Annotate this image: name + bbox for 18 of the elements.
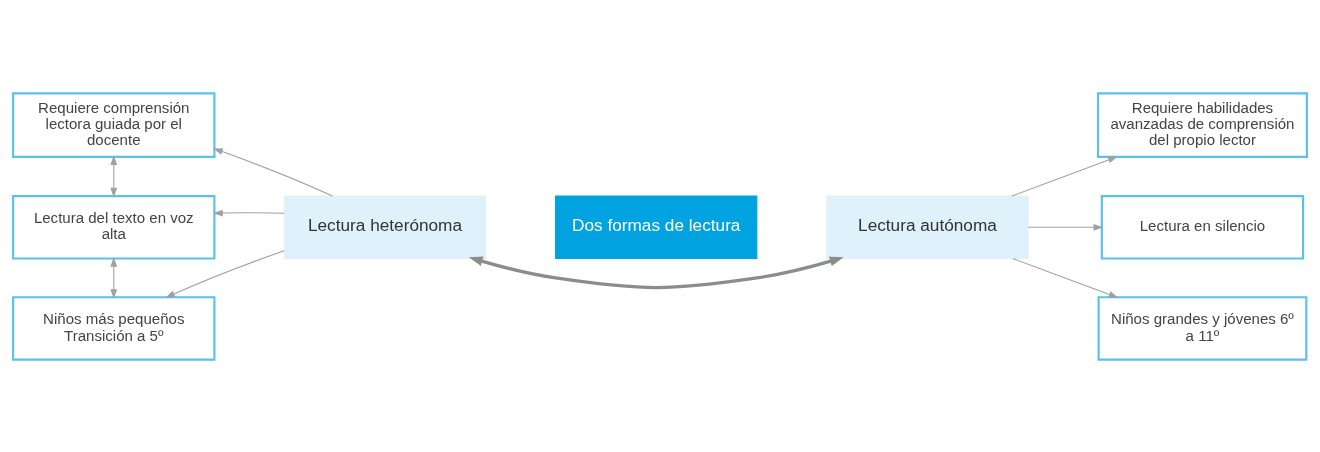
- arrow: [468, 256, 844, 289]
- arrow: [110, 256, 118, 299]
- arrow: [165, 249, 285, 298]
- node-box: Niños más pequeños Transición a 5º: [12, 295, 216, 361]
- node-box: Requiere comprensión lectora guiada por el docente: [12, 91, 216, 158]
- node-box: Requiere habilidades avanzadas de comprensión del propio lector: [1097, 91, 1308, 158]
- node-box: Lectura autónoma: [826, 195, 1029, 259]
- arrow: [213, 147, 334, 197]
- node-box: Niños grandes y jóvenes 6º a 11º: [1097, 295, 1308, 361]
- node-box: Dos formas de lectura: [555, 195, 758, 259]
- node-box: Lectura del texto en voz alta: [12, 194, 216, 260]
- arrow: [1011, 155, 1118, 197]
- arrow: [1027, 223, 1104, 231]
- arrow: [213, 209, 285, 216]
- arrow: [1012, 257, 1119, 298]
- node-box: Lectura en silencio: [1100, 194, 1305, 260]
- node-box: Lectura heterónoma: [283, 195, 487, 259]
- arrow: [110, 154, 118, 197]
